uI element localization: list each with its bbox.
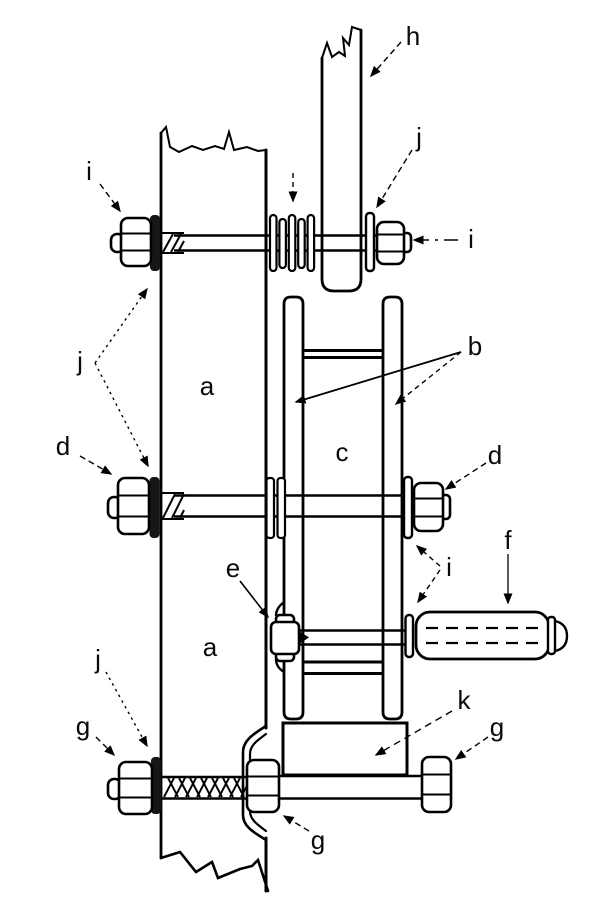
lock-washer-j-bottom bbox=[151, 757, 161, 814]
nut-g-right bbox=[420, 755, 453, 814]
arrow-j-lower-left bbox=[105, 671, 148, 748]
callout-g-bottom: g bbox=[310, 825, 326, 855]
nut-i-top-right bbox=[375, 220, 413, 266]
handle-f bbox=[414, 610, 569, 661]
arrow-h bbox=[370, 41, 402, 78]
callout-b: b bbox=[467, 331, 483, 361]
flat-washer-j-top-right bbox=[364, 211, 376, 273]
arrow-e bbox=[239, 580, 269, 619]
callout-e: e bbox=[225, 553, 241, 583]
thread-hatch-top bbox=[162, 232, 185, 254]
callout-k: k bbox=[457, 685, 471, 715]
callout-j-lower-left: j bbox=[95, 644, 101, 674]
callout-i-lower-right: i bbox=[446, 552, 452, 582]
lock-washer-j-top bbox=[150, 215, 160, 271]
arrow-b-right bbox=[394, 351, 462, 405]
callout-g-right: g bbox=[489, 712, 505, 742]
washer-center-2 bbox=[276, 476, 287, 540]
callout-j-left: j bbox=[77, 346, 83, 376]
spring bbox=[268, 213, 316, 273]
mast-bar-h bbox=[320, 25, 363, 293]
top-bolt bbox=[109, 211, 413, 273]
bolt-head-d-left bbox=[106, 476, 151, 536]
arrow-j-top-right bbox=[376, 149, 413, 209]
nut-d-right bbox=[412, 481, 452, 533]
callout-i-right: i bbox=[468, 224, 474, 254]
arrow-g-right bbox=[454, 736, 489, 760]
callout-c: c bbox=[335, 437, 349, 467]
callout-f: f bbox=[504, 525, 512, 555]
arrow-i-lr-down bbox=[417, 569, 441, 604]
callout-d-left: d bbox=[55, 431, 71, 461]
callout-a-lower: a bbox=[202, 632, 218, 662]
nut-g-middle bbox=[245, 758, 281, 814]
arrow-g-bottom bbox=[282, 815, 310, 832]
middle-bolt-d bbox=[106, 475, 452, 540]
arrow-d-left bbox=[79, 455, 113, 475]
arrow-b-left bbox=[294, 351, 462, 404]
callout-i-top-left: i bbox=[86, 156, 92, 186]
arrow-i-top-left bbox=[99, 183, 121, 213]
callout-a-upper: a bbox=[199, 371, 215, 401]
washer-center-1 bbox=[265, 476, 276, 540]
clamp-screw-e-f bbox=[269, 601, 569, 674]
flat-washer-i-middle-right bbox=[402, 475, 414, 540]
arrow-k bbox=[374, 710, 453, 756]
bolt-head-g-left bbox=[106, 760, 154, 816]
bottom-bolt-g bbox=[106, 755, 453, 816]
bolt-head-i-top bbox=[109, 216, 153, 268]
callout-j-top-right: j bbox=[416, 122, 422, 152]
screw-tip bbox=[299, 631, 309, 644]
nut-e bbox=[269, 613, 301, 663]
flat-washer-i-e bbox=[404, 613, 415, 659]
arrow-g-left bbox=[95, 736, 116, 757]
callout-g-left: g bbox=[75, 711, 91, 741]
lock-washer-j-middle bbox=[149, 477, 160, 538]
leader-arrows bbox=[79, 41, 513, 832]
callout-h: h bbox=[405, 21, 421, 51]
thread-hatch-middle bbox=[162, 492, 185, 520]
arrow-j-left-up bbox=[94, 287, 148, 364]
plate-a bbox=[159, 124, 270, 893]
rails-b bbox=[282, 295, 404, 721]
arrow-d-right bbox=[444, 462, 487, 490]
threaded-rod bbox=[162, 775, 251, 800]
callout-d-right: d bbox=[487, 440, 503, 470]
